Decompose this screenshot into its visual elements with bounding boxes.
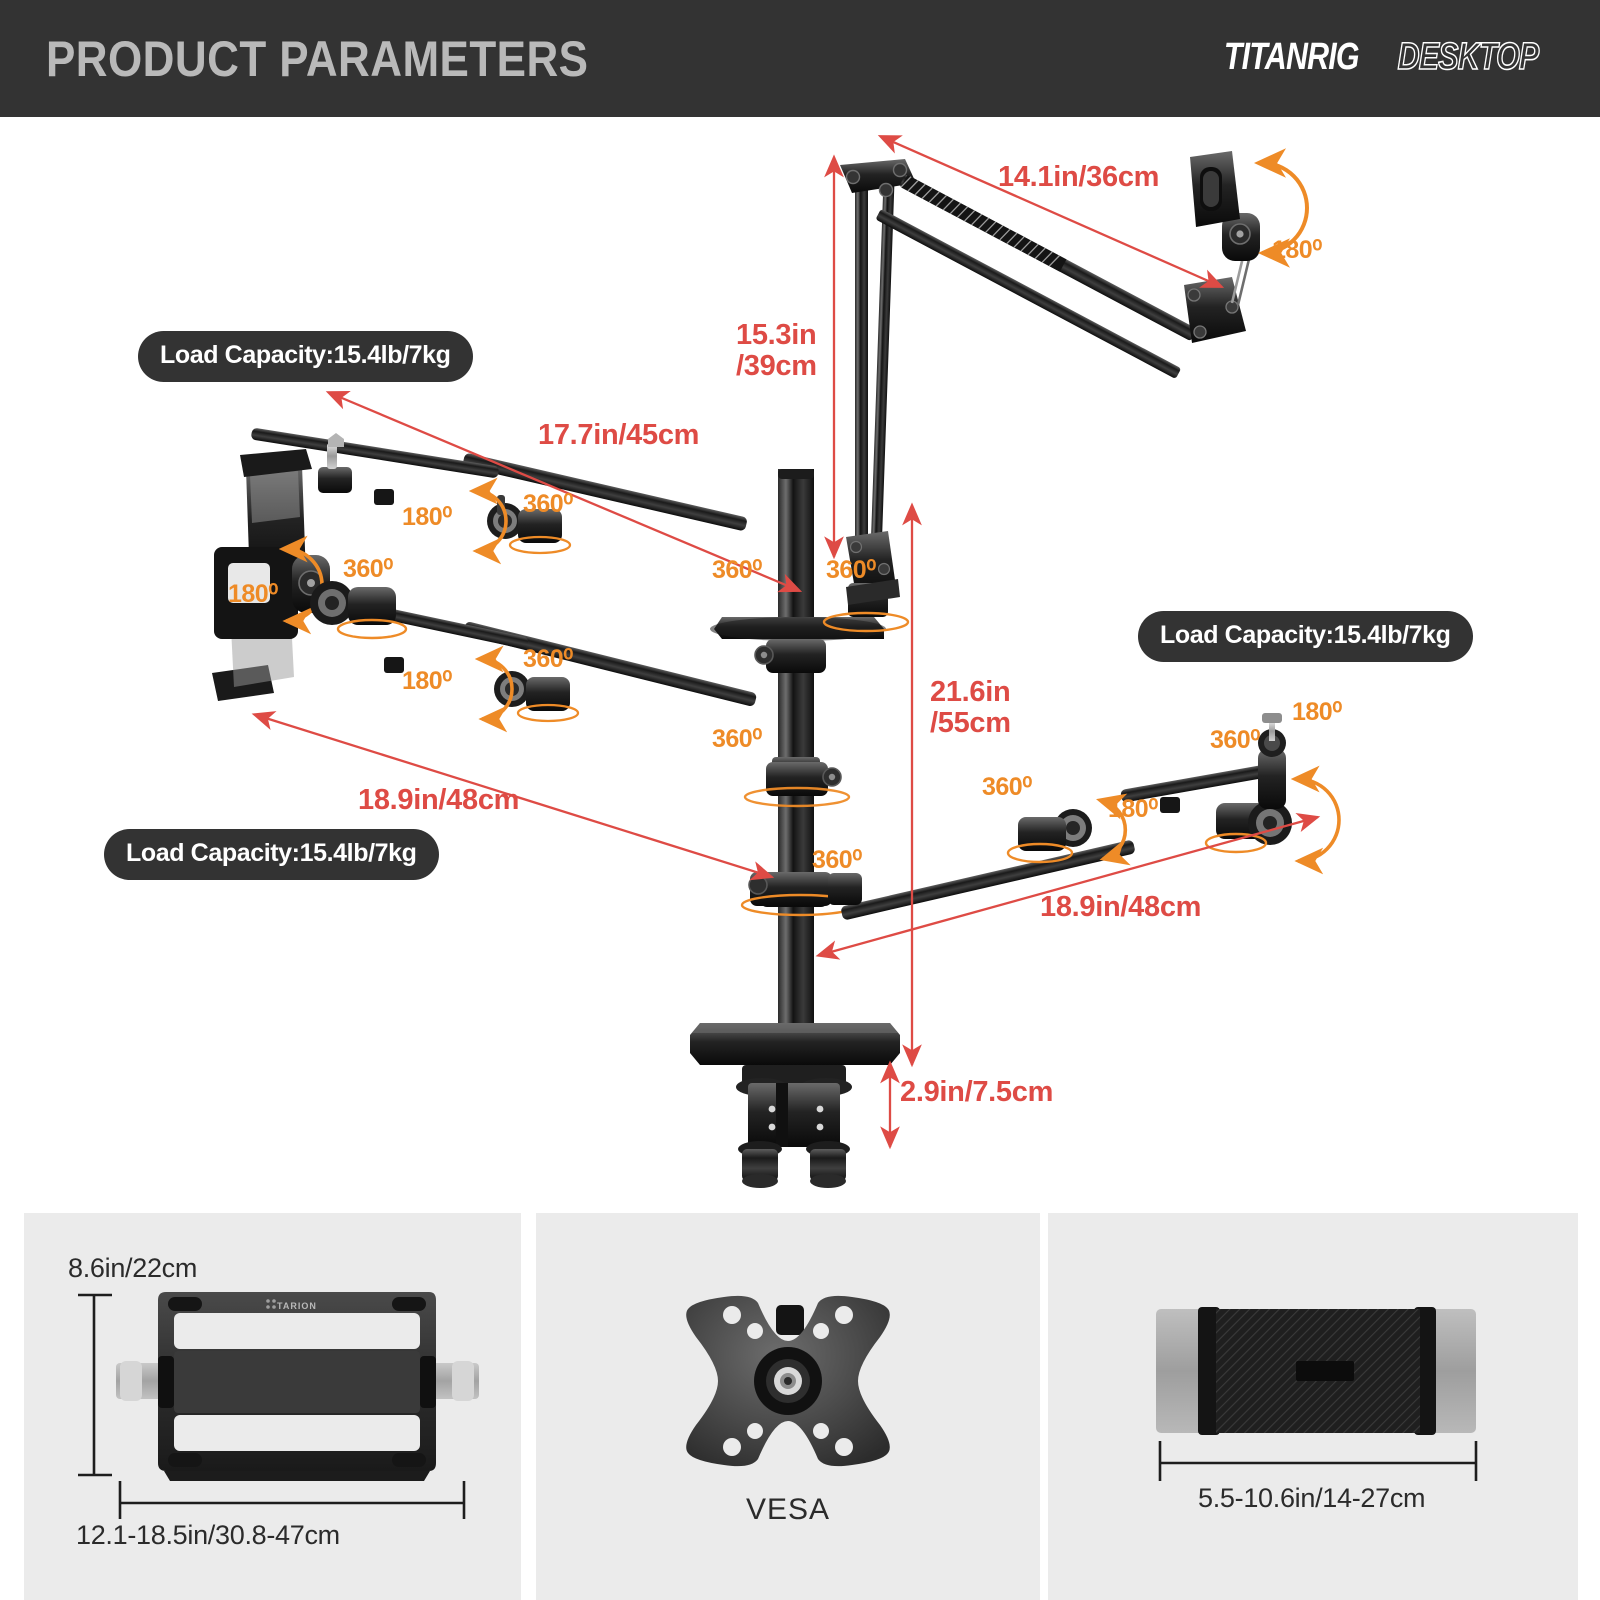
rotation-label-upper-collar-spin: 360⁰	[712, 556, 762, 584]
rotation-label-right-head-spin: 360⁰	[1210, 726, 1260, 754]
laptop-tray-height-label: 8.6in/22cm	[68, 1253, 198, 1283]
rotation-label-lower-collar-spin: 360⁰	[812, 846, 862, 874]
page-title: PRODUCT PARAMETERS	[46, 31, 589, 87]
rotation-label-upper-arm-joint-spin: 360⁰	[523, 490, 573, 518]
diagram-illustration	[212, 135, 1341, 1188]
rotation-label-right-elbow-tilt: 180⁰	[1108, 795, 1158, 823]
rotation-label-mid-arm-joint-tilt: 180⁰	[402, 667, 452, 695]
dimension-label-right-arm-reach: 18.9in/48cm	[1040, 891, 1202, 923]
rotation-label-mid-collar-spin: 360⁰	[712, 725, 762, 753]
accessory-panels: TARION 8.6in/22cm 12.1-18.5in/30.8-47cm	[0, 1213, 1600, 1600]
rotation-label-right-elbow-spin: 360⁰	[982, 773, 1032, 801]
tablet-holder-illustration	[1156, 1307, 1478, 1481]
vesa-plate-illustration	[686, 1295, 890, 1467]
dimension-label-mic-arm-height: 15.3in /39cm	[736, 319, 817, 382]
tablet-holder-width-label: 5.5-10.6in/14-27cm	[1198, 1483, 1426, 1513]
rotation-label-tablet-head-tilt: 180⁰	[228, 580, 278, 608]
dimension-label-mic-arm-reach: 14.1in/36cm	[998, 161, 1160, 193]
header-bar: PRODUCT PARAMETERS TITANRIG DESKTOP	[0, 0, 1600, 117]
brand-name-secondary: DESKTOP	[1397, 35, 1540, 79]
rotation-label-right-head-tilt: 180⁰	[1292, 698, 1342, 726]
rotation-label-mic-head-tilt: 180⁰	[1272, 236, 1322, 264]
dimension-label-middle-arm-reach: 18.9in/48cm	[358, 784, 520, 816]
product-diagram: 14.1in/36cm 15.3in /39cm 17.7in/45cm 18.…	[0, 117, 1600, 1207]
panel-vesa-plate: VESA	[536, 1213, 1040, 1600]
load-capacity-badge-middle-arm: Load Capacity:15.4lb/7kg	[104, 829, 439, 880]
laptop-tray-illustration	[78, 1292, 479, 1519]
dimension-label-column-height: 21.6in /55cm	[930, 676, 1011, 739]
rotation-label-mid-arm-joint-spin: 360⁰	[523, 645, 573, 673]
rotation-label-upper-arm-joint-tilt: 180⁰	[402, 503, 452, 531]
brand-name-primary: TITANRIG	[1224, 36, 1360, 78]
panel-tablet-holder: 5.5-10.6in/14-27cm	[1048, 1213, 1578, 1600]
rotation-label-tablet-elbow-spin: 360⁰	[343, 555, 393, 583]
rotation-label-mic-collar-spin: 360⁰	[826, 556, 876, 584]
dimension-label-clamp-thickness: 2.9in/7.5cm	[900, 1076, 1054, 1108]
panel-laptop-tray: TARION 8.6in/22cm 12.1-18.5in/30.8-47cm	[24, 1213, 521, 1600]
laptop-tray-width-label: 12.1-18.5in/30.8-47cm	[76, 1520, 340, 1550]
load-capacity-badge-upper-arm: Load Capacity:15.4lb/7kg	[138, 331, 473, 382]
brand-logo: TITANRIG DESKTOP	[1207, 35, 1556, 79]
vesa-plate-caption: VESA	[746, 1493, 831, 1526]
dimension-label-upper-arm-reach: 17.7in/45cm	[538, 419, 700, 451]
load-capacity-badge-right-arm: Load Capacity:15.4lb/7kg	[1138, 611, 1473, 662]
tray-brand-mark: TARION	[277, 1301, 317, 1311]
